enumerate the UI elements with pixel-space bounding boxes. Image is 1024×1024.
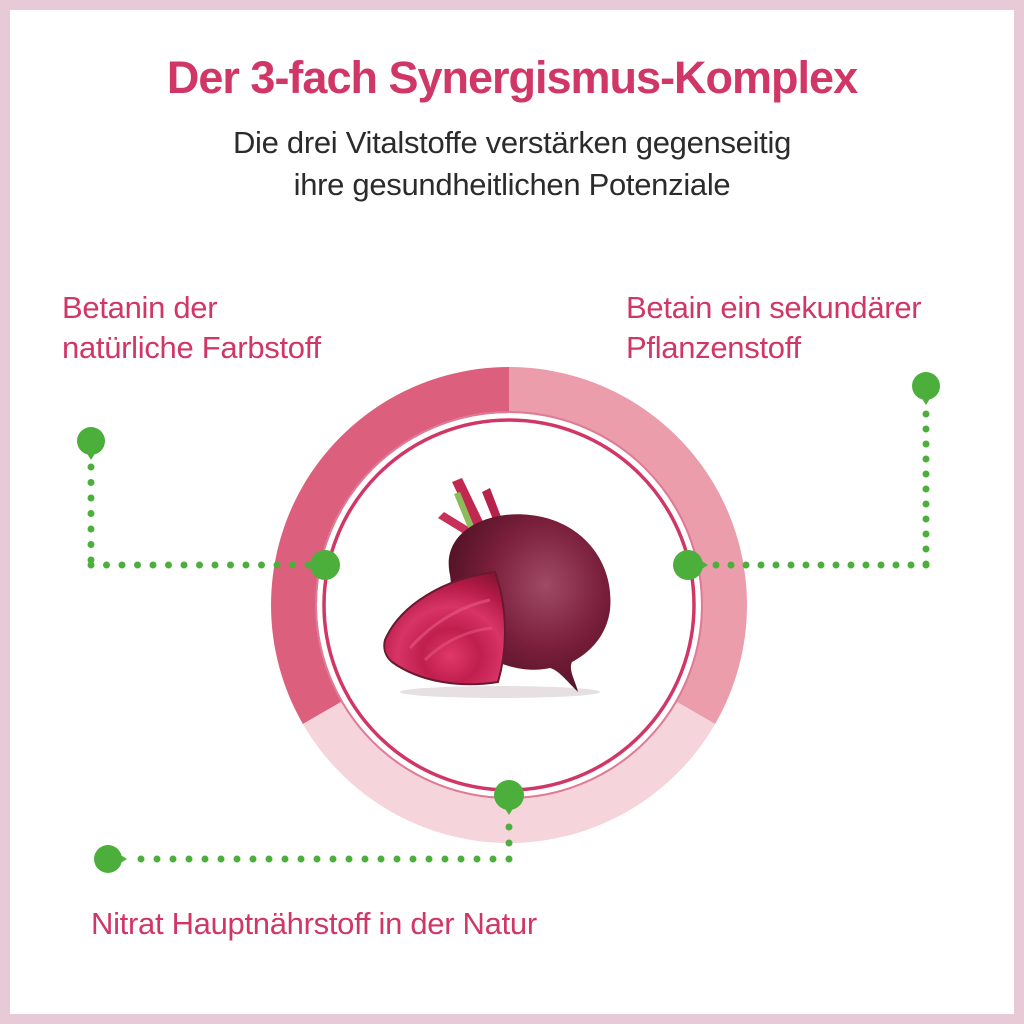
ring-segment-betanin bbox=[271, 367, 509, 724]
label-betain-line-2: Pflanzenstoff bbox=[626, 330, 801, 365]
beetroot-image bbox=[383, 478, 611, 698]
subtitle-line-2: ihre gesundheitlichen Potenziale bbox=[293, 167, 731, 202]
connector-betain bbox=[673, 372, 940, 580]
label-betain: Betain ein sekundärer Pflanzenstoff bbox=[626, 288, 922, 368]
connector-nitrat bbox=[94, 780, 524, 873]
ring-anchor-dot bbox=[310, 550, 340, 580]
beet-slice bbox=[383, 570, 506, 686]
page-subtitle: Die drei Vitalstoffe verstärken gegensei… bbox=[0, 122, 1024, 206]
ring-segment-nitrat bbox=[302, 701, 716, 843]
connector-endpoint-dot bbox=[94, 845, 122, 873]
label-betanin-line-2: natürliche Farbstoff bbox=[62, 330, 321, 365]
ring-anchor-dot bbox=[494, 780, 524, 810]
ring-anchor-dot bbox=[673, 550, 703, 580]
page-title: Der 3-fach Synergismus-Komplex bbox=[166, 52, 858, 103]
connector-endpoint-dot bbox=[912, 372, 940, 400]
label-betain-line-1: Betain ein sekundärer bbox=[626, 290, 922, 325]
label-nitrat: Nitrat Hauptnährstoff in der Natur bbox=[91, 906, 537, 941]
label-betanin-line-1: Betanin der bbox=[62, 290, 218, 325]
label-betanin: Betanin der natürliche Farbstoff bbox=[62, 288, 321, 368]
connector-betanin bbox=[77, 427, 340, 580]
subtitle-line-1: Die drei Vitalstoffe verstärken gegensei… bbox=[232, 125, 792, 160]
ring-segment-betain bbox=[509, 367, 747, 724]
connector-endpoint-dot bbox=[77, 427, 105, 455]
